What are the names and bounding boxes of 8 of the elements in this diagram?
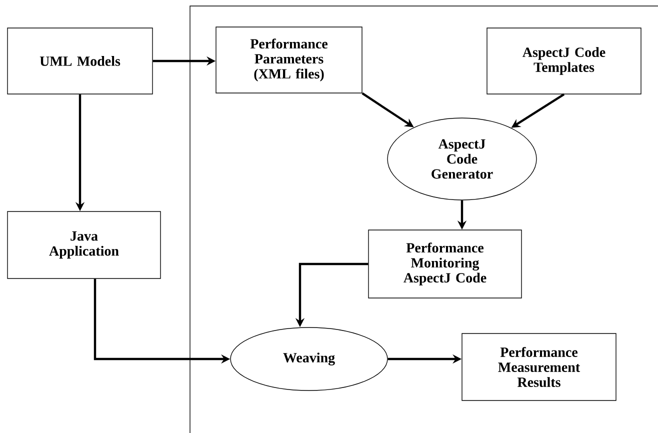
process-box: AspectJ Code Templates [486, 28, 642, 94]
process-box: Performance Parameters (XML files) [216, 26, 362, 94]
process-box: Performance Measurement Results [462, 333, 616, 401]
ellipse-node: Weaving [230, 327, 388, 391]
process-box: Java Application [7, 211, 161, 279]
process-box: Performance Monitoring AspectJ Code [368, 230, 522, 298]
process-box: UML Models [7, 28, 153, 94]
ellipse-node: AspectJ Code Generator [387, 118, 537, 200]
